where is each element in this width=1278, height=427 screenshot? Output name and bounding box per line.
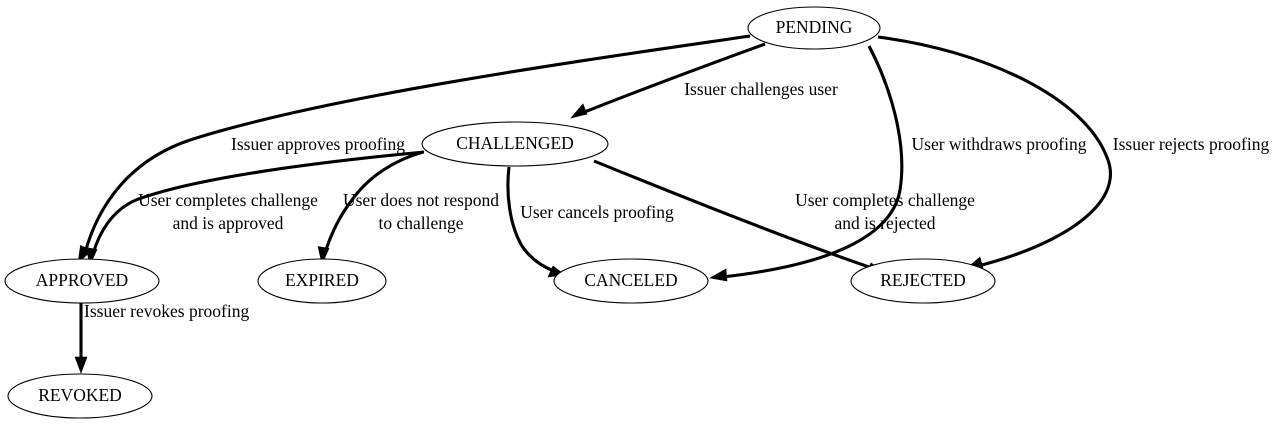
edge-pending-rejected-path xyxy=(877,35,1112,268)
node-expired[interactable]: EXPIRED xyxy=(257,258,387,304)
edge-challenged-approved xyxy=(85,150,425,266)
node-revoked-shape[interactable] xyxy=(7,373,153,419)
node-approved-label: APPROVED xyxy=(36,270,128,290)
edge-label-pending-approved: Issuer approves proofing xyxy=(231,134,405,154)
edge-pending-challenged-arrowhead xyxy=(570,103,588,119)
node-challenged[interactable]: CHALLENGED xyxy=(421,121,609,167)
node-rejected-label: REJECTED xyxy=(880,270,966,290)
edge-pending-approved-path xyxy=(83,34,751,254)
edge-labels-layer: Issuer approves proofing Issuer challeng… xyxy=(84,79,1269,321)
edge-label-approved-revoked: Issuer revokes proofing xyxy=(84,301,249,321)
edge-approved-revoked-arrowhead xyxy=(74,356,88,374)
node-rejected-shape[interactable] xyxy=(850,258,996,304)
edge-pending-challenged-path xyxy=(581,42,766,115)
node-revoked[interactable]: REVOKED xyxy=(7,373,153,419)
edge-label-challenged-expired: User does not respond to challenge xyxy=(343,190,499,233)
node-expired-label: EXPIRED xyxy=(285,270,359,290)
edge-approved-revoked xyxy=(74,303,88,374)
edge-label-challenged-approved-line2: and is approved xyxy=(173,213,284,233)
edge-challenged-canceled xyxy=(506,166,566,278)
node-canceled-shape[interactable] xyxy=(553,258,709,304)
edge-challenged-approved-arrowhead xyxy=(85,247,98,266)
edge-label-challenged-expired-line2: to challenge xyxy=(378,213,463,233)
edge-label-pending-challenged: Issuer challenges user xyxy=(684,79,838,99)
edge-label-challenged-expired-line1: User does not respond xyxy=(343,190,499,210)
node-canceled-label: CANCELED xyxy=(584,270,677,290)
node-rejected[interactable]: REJECTED xyxy=(850,258,996,304)
nodes-layer: PENDING CHALLENGED APPROVED EXPIRED CANC… xyxy=(4,6,996,419)
edge-label-pending-rejected: Issuer rejects proofing xyxy=(1113,134,1270,154)
edge-challenged-canceled-path xyxy=(506,166,555,273)
node-canceled[interactable]: CANCELED xyxy=(553,258,709,304)
node-challenged-shape[interactable] xyxy=(421,121,609,167)
edge-label-challenged-canceled: User cancels proofing xyxy=(520,202,674,222)
node-challenged-label: CHALLENGED xyxy=(456,133,574,153)
edge-label-pending-canceled: User withdraws proofing xyxy=(912,134,1087,154)
node-approved[interactable]: APPROVED xyxy=(4,258,160,304)
edge-label-challenged-rejected-line1: User completes challenge xyxy=(795,190,975,210)
edge-label-challenged-approved: User completes challenge and is approved xyxy=(138,190,318,233)
node-approved-shape[interactable] xyxy=(4,258,160,304)
edge-pending-canceled-arrowhead xyxy=(709,268,728,282)
node-pending-label: PENDING xyxy=(776,17,853,37)
edge-label-challenged-rejected-line2: and is rejected xyxy=(834,213,935,233)
edge-label-challenged-rejected: User completes challenge and is rejected xyxy=(795,190,975,233)
edge-challenged-expired-path xyxy=(323,150,424,254)
node-revoked-label: REVOKED xyxy=(38,385,122,405)
edge-challenged-expired xyxy=(317,150,424,265)
edge-challenged-rejected-path xyxy=(593,159,873,270)
edge-challenged-approved-path xyxy=(91,150,425,255)
edges-layer xyxy=(74,34,1112,374)
edge-pending-canceled xyxy=(709,45,904,282)
edge-label-challenged-approved-line1: User completes challenge xyxy=(138,190,318,210)
edge-pending-canceled-path xyxy=(721,45,904,279)
node-pending[interactable]: PENDING xyxy=(747,6,881,50)
node-pending-shape[interactable] xyxy=(747,6,881,50)
edge-pending-challenged xyxy=(570,42,766,119)
node-expired-shape[interactable] xyxy=(257,258,387,304)
edge-challenged-expired-arrowhead xyxy=(317,246,330,265)
